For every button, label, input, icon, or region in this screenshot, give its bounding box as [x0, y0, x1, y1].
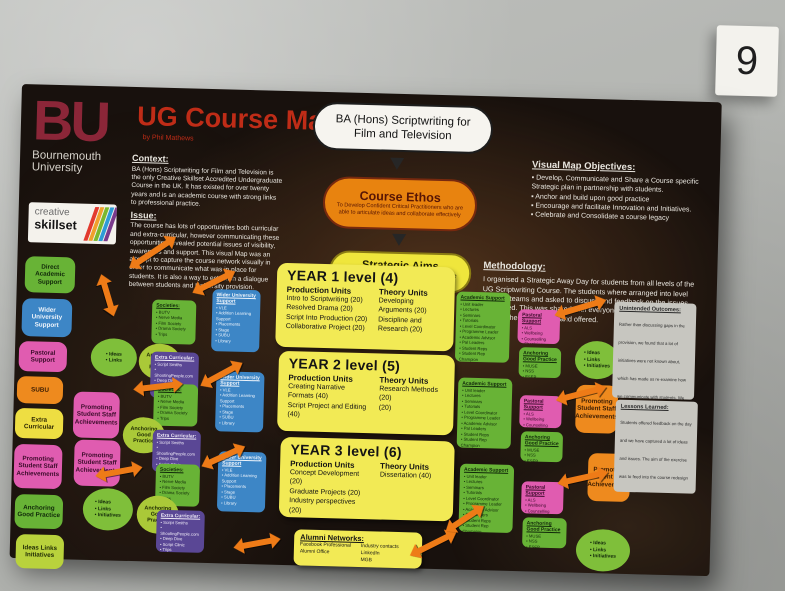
wider-support-box-year2: Wider University Support • VLE• Addition… — [214, 371, 265, 433]
rail-wider-university-support: Wider University Support — [21, 298, 73, 338]
year2-box: YEAR 2 level (5) Production Units Creati… — [277, 350, 456, 436]
poster-title: UG Course Map — [136, 101, 341, 137]
year1-title: YEAR 1 level (4) — [286, 267, 399, 286]
context-block: Context: BA (Hons) Scriptwriting for Fil… — [129, 151, 285, 294]
rail-extra-curricular: Extra Curricular — [14, 407, 64, 440]
bu-logo-university-name: Bournemouth University — [31, 148, 102, 175]
course-map-poster: BU Bournemouth University creative skill… — [9, 84, 722, 577]
year3-title: YEAR 3 level (6) — [290, 441, 403, 461]
rail-direct-academic-support: Direct Academic Support — [24, 256, 76, 294]
list-item: Dissertation (40) — [379, 471, 432, 480]
anchoring-practice-box-year2: Anchoring Good Practice • MUSE• NSS• ESE… — [520, 431, 564, 463]
list-item: • Library — [215, 337, 231, 344]
list-item: Discipline and Research (20) — [377, 316, 423, 334]
course-title-pill: BA (Hons) Scriptwriting for Film and Tel… — [312, 101, 494, 155]
list-item: Industry perspectives (20) — [288, 497, 356, 515]
list-item: • Buddy System — [460, 448, 506, 449]
list-item: • Student Rep Champion — [462, 522, 489, 533]
list-item: • ESEP — [522, 374, 537, 379]
anchoring-practice-box-year1: Anchoring Good Practice • MUSE• NSS• ESE… — [518, 347, 562, 379]
list-item: (20) — [378, 404, 392, 412]
wider-support-box-year1: Wider University Support • VLE• Addition… — [211, 289, 261, 353]
list-item: • Library — [219, 419, 235, 426]
rail-anchoring-good-practice: Anchoring Good Practice — [14, 493, 64, 530]
list-item: • Initiatives — [583, 363, 610, 370]
list-item: Developing Arguments (20) — [378, 297, 427, 316]
list-item: Alumni Office — [299, 548, 330, 555]
list-item: Research Methods (20) — [378, 385, 439, 403]
wider-support-box-year3: Wider University Support • VLE• Addition… — [216, 451, 267, 513]
course-ethos-pill: Course Ethos To Develop Confident Critic… — [322, 175, 478, 232]
list-item: MGB — [360, 556, 373, 563]
objectives-list: ▪ Develop, Communicate and Share a Cours… — [531, 174, 700, 224]
rail-pastoral-support: Pastoral Support — [18, 341, 68, 373]
connector-arrow — [241, 537, 273, 549]
extra-curricular-box-year3: Extra Curricular: • Script Smiths• Shoot… — [155, 509, 205, 553]
year2-title: YEAR 2 level (5) — [288, 355, 401, 374]
list-item: • Initiatives — [589, 553, 617, 560]
academic-support-box-year2: Academic Support • Unit leader• Lectures… — [456, 377, 513, 449]
academic-support-box-year3: Academic Support • Unit leader• Lectures… — [458, 463, 515, 533]
ideas-links-circle-year1: • Ideas• Links — [90, 337, 138, 378]
lessons-learned-note: Lessons Learned: Students offered feedba… — [613, 399, 698, 494]
rail-promoting-achievements: Promoting Student Staff Achievements — [13, 443, 63, 490]
anchoring-practice-box-year3: Anchoring Good Practice • MUSE• NSS• ESE… — [522, 517, 567, 549]
list-item: Creating Narrative Formats (40) — [287, 383, 346, 401]
list-item: • ESEP — [524, 458, 539, 463]
poster-subtitle: by Phil Mathews — [142, 134, 194, 143]
visual-map-objectives-block: Visual Map Objectives: ▪ Develop, Commun… — [531, 159, 701, 223]
list-item: Concept Development (20) — [289, 469, 360, 486]
list-item: • Trips — [157, 415, 170, 421]
list-item: Collaborative Project (20) — [285, 323, 365, 333]
rail-subu: SUBU — [16, 375, 64, 405]
wall-number-card: 9 — [715, 25, 779, 97]
ideas-links-circle-year3: • Ideas• Links• Initiatives — [82, 487, 134, 532]
list-item: • Initiatives — [94, 512, 121, 519]
ethos-text: To Develop Confident Critical Practition… — [336, 202, 464, 219]
bu-logo: BU Bournemouth University — [31, 88, 126, 176]
bu-logo-letters: BU — [32, 88, 109, 154]
wall-number: 9 — [735, 38, 759, 83]
promoting-box-year1: Promoting Student Staff Achievements — [72, 391, 120, 439]
creative-skillset-badge: creative skillset — [27, 202, 117, 245]
ideas-links-circle-right2: • Ideas• Links• Initiatives — [575, 528, 631, 573]
list-item: • ESEP — [525, 544, 540, 549]
list-item: • Buddy System — [459, 362, 505, 363]
academic-support-box-year1: Academic Support • Unit leader• Lectures… — [454, 291, 511, 363]
list-item: • Chaplaincy — [525, 514, 559, 515]
list-item: • Trips — [159, 547, 172, 553]
flow-arrow-icon — [389, 157, 405, 171]
year1-box: YEAR 1 level (4) Production Units Intro … — [275, 262, 456, 352]
societies-box-year1: Societies: • BUTV• Nerve Media• Film Soc… — [151, 299, 197, 345]
list-item: • Chaplaincy — [523, 428, 557, 429]
list-item: • Chaplaincy — [521, 342, 555, 345]
connector-arrow — [100, 281, 115, 309]
list-item: • Library — [221, 500, 237, 506]
list-item: • Links — [105, 357, 122, 364]
list-item: Script Project and Editing (40) — [287, 401, 367, 419]
rail-ideas-links-initiatives: Ideas Links Initiatives — [15, 534, 65, 570]
flow-arrow-icon — [391, 233, 407, 247]
unintended-outcomes-note: Unintended Outcomes: Rather than discuss… — [611, 301, 697, 400]
year3-box: YEAR 3 level (6) Production Units Concep… — [278, 436, 455, 522]
list-item: • Trips — [155, 331, 168, 337]
context-body: BA (Hons) Scriptwriting for Film and Tel… — [130, 165, 283, 208]
